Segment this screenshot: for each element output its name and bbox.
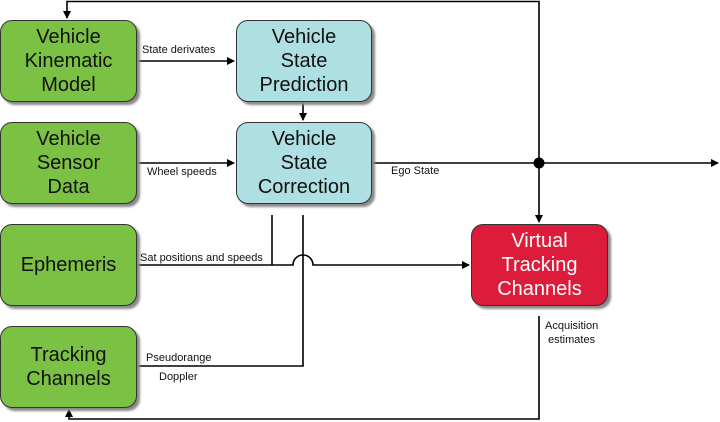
- edge-pseudorange: [137, 215, 304, 367]
- label-pseudorange: Pseudorange: [146, 352, 212, 364]
- block-label: Sensor: [36, 152, 101, 174]
- block-label: Vehicle: [36, 26, 101, 48]
- block-virtual-tracking-channels[interactable]: Virtual Tracking Channels: [471, 224, 608, 306]
- block-label: Channels: [26, 368, 111, 390]
- feedback-line-to-kinematic: [63, 0, 540, 163]
- block-vehicle-sensor-data[interactable]: Vehicle Sensor Data: [0, 122, 137, 204]
- block-label: State: [280, 152, 328, 174]
- label-estimates: estimates: [548, 334, 596, 346]
- block-label: Vehicle: [271, 26, 337, 48]
- block-vehicle-state-correction[interactable]: Vehicle State Correction: [236, 122, 372, 204]
- block-label: Prediction: [259, 74, 349, 96]
- block-label: Virtual: [511, 230, 568, 252]
- block-vehicle-kinematic-model[interactable]: Vehicle Kinematic Model: [0, 20, 137, 102]
- block-label: Vehicle: [36, 128, 101, 150]
- block-label: Correction: [257, 176, 351, 198]
- edge-acquisition: [65, 316, 540, 420]
- junction-dot: [533, 157, 545, 169]
- label-sat-positions: Sat positions and speeds: [140, 252, 263, 264]
- label-doppler: Doppler: [159, 371, 198, 383]
- block-vehicle-state-prediction[interactable]: Vehicle State Prediction: [236, 20, 372, 102]
- label-acquisition: Acquisition: [545, 320, 599, 332]
- block-label: Data: [47, 176, 90, 198]
- block-label: Vehicle: [271, 128, 337, 150]
- block-label: Channels: [497, 278, 582, 300]
- block-label: State: [280, 50, 328, 72]
- block-label: Tracking: [30, 344, 107, 366]
- block-tracking-channels[interactable]: Tracking Channels: [0, 326, 137, 408]
- block-ephemeris[interactable]: Ephemeris: [0, 224, 137, 306]
- block-label: Kinematic: [24, 50, 113, 72]
- label-wheel-speeds: Wheel speeds: [147, 166, 217, 178]
- label-ego-state: Ego State: [391, 165, 440, 177]
- label-state-derivates: State derivates: [142, 44, 216, 56]
- block-label: Tracking: [501, 254, 578, 276]
- block-label: Ephemeris: [20, 254, 117, 276]
- block-label: Model: [41, 74, 96, 96]
